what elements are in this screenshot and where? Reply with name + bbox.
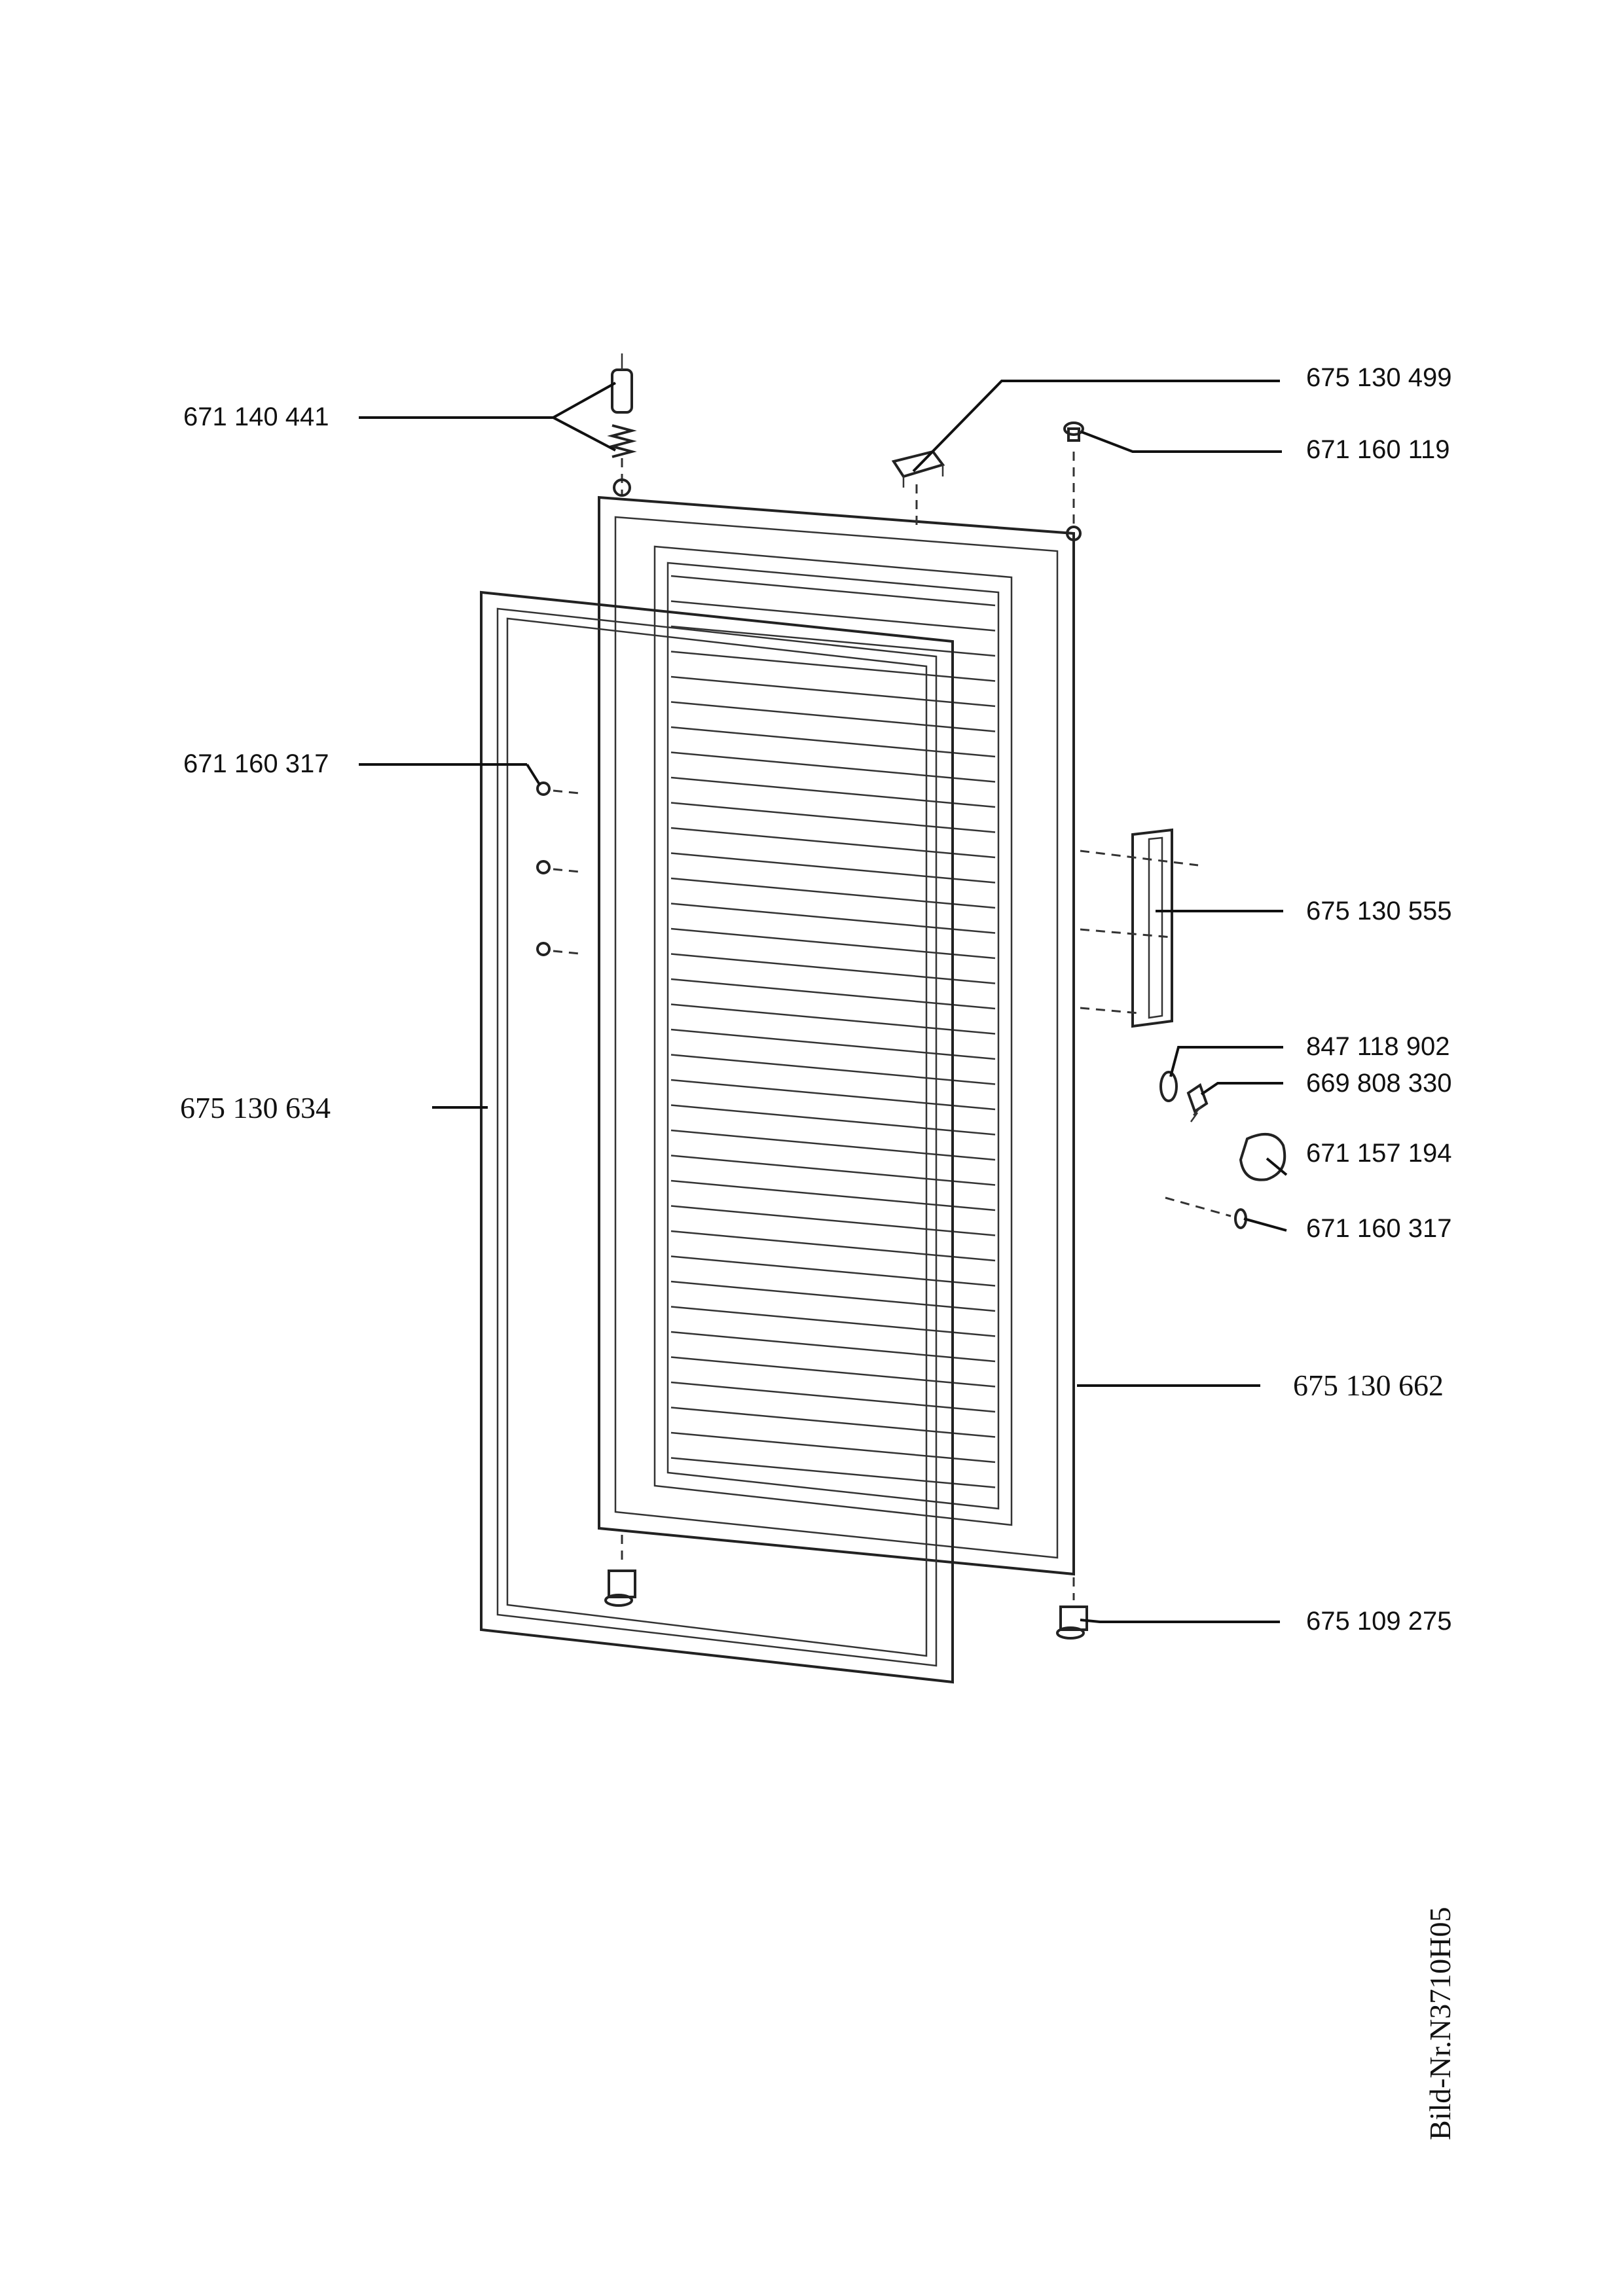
hinge-bracket-top bbox=[891, 450, 945, 530]
shelf-line bbox=[670, 1054, 996, 1085]
label-cover-cap: 671 157 194 bbox=[1306, 1139, 1451, 1168]
shelf-line bbox=[670, 575, 996, 607]
shelf-line bbox=[670, 776, 996, 808]
shelf-line bbox=[670, 1306, 996, 1337]
door-shelf-lines bbox=[670, 575, 996, 1488]
shelf-line bbox=[670, 1028, 996, 1060]
leader-lines bbox=[359, 380, 1288, 1623]
label-washer: 847 118 902 bbox=[1306, 1032, 1450, 1061]
shelf-line bbox=[670, 1179, 996, 1211]
shelf-line bbox=[670, 953, 996, 984]
shelf-line bbox=[670, 625, 996, 657]
shelf-line bbox=[670, 1003, 996, 1035]
handle-fasteners bbox=[1159, 1071, 1286, 1181]
label-door-panel: 675 130 662 bbox=[1293, 1369, 1444, 1402]
shelf-line bbox=[670, 978, 996, 1010]
shelf-line bbox=[670, 651, 996, 682]
shelf-line bbox=[670, 751, 996, 783]
shelf-line bbox=[670, 1129, 996, 1161]
hinge-pin-top bbox=[607, 353, 637, 497]
shelf-line bbox=[670, 1457, 996, 1488]
label-hinge-pin-top: 671 140 441 bbox=[183, 403, 329, 431]
shelf-line bbox=[670, 1431, 996, 1463]
shelf-line bbox=[670, 927, 996, 960]
shelf-line bbox=[670, 701, 996, 732]
shelf-line bbox=[670, 600, 996, 632]
label-screws-left: 671 160 317 bbox=[183, 749, 329, 778]
shelf-line bbox=[670, 1331, 996, 1363]
shelf-line bbox=[670, 1356, 996, 1388]
image-reference: Bild-Nr.N3710H05 bbox=[1423, 1907, 1457, 2141]
part-labels: 671 140 441 675 130 499 671 160 119 671 … bbox=[180, 363, 1451, 1636]
shelf-line bbox=[670, 1205, 996, 1236]
door-panel bbox=[598, 495, 1075, 1576]
shelf-line bbox=[670, 827, 996, 859]
cap-top-right bbox=[1063, 422, 1084, 541]
label-screw-handle: 669 808 330 bbox=[1306, 1069, 1451, 1098]
shelf-line bbox=[670, 1255, 996, 1287]
label-hinge-bracket-top: 675 130 499 bbox=[1306, 363, 1451, 392]
shelf-line bbox=[670, 903, 996, 934]
hinge-bottom-right bbox=[1056, 1577, 1088, 1640]
label-screw-right: 671 160 317 bbox=[1306, 1214, 1451, 1243]
shelf-line bbox=[670, 1407, 996, 1438]
shelf-line bbox=[670, 675, 996, 708]
hinge-bottom-left bbox=[604, 1535, 636, 1607]
label-gasket: 675 130 634 bbox=[180, 1091, 331, 1124]
shelf-line bbox=[670, 802, 996, 833]
shelf-line bbox=[670, 877, 996, 909]
shelf-line bbox=[670, 1381, 996, 1413]
screw-right bbox=[1165, 1196, 1247, 1229]
door-handle bbox=[1080, 828, 1199, 1028]
door-gasket bbox=[480, 590, 954, 1684]
shelf-line bbox=[670, 852, 996, 884]
shelf-line bbox=[670, 1155, 996, 1186]
shelf-line bbox=[670, 1079, 996, 1111]
label-hinge-bottom: 675 109 275 bbox=[1306, 1607, 1451, 1636]
label-handle: 675 130 555 bbox=[1306, 897, 1451, 925]
screws-left bbox=[536, 781, 580, 956]
shelf-line bbox=[670, 1280, 996, 1312]
label-cap-top-right: 671 160 119 bbox=[1306, 435, 1450, 464]
shelf-line bbox=[670, 1230, 996, 1262]
shelf-line bbox=[670, 1104, 996, 1136]
shelf-line bbox=[670, 726, 996, 758]
